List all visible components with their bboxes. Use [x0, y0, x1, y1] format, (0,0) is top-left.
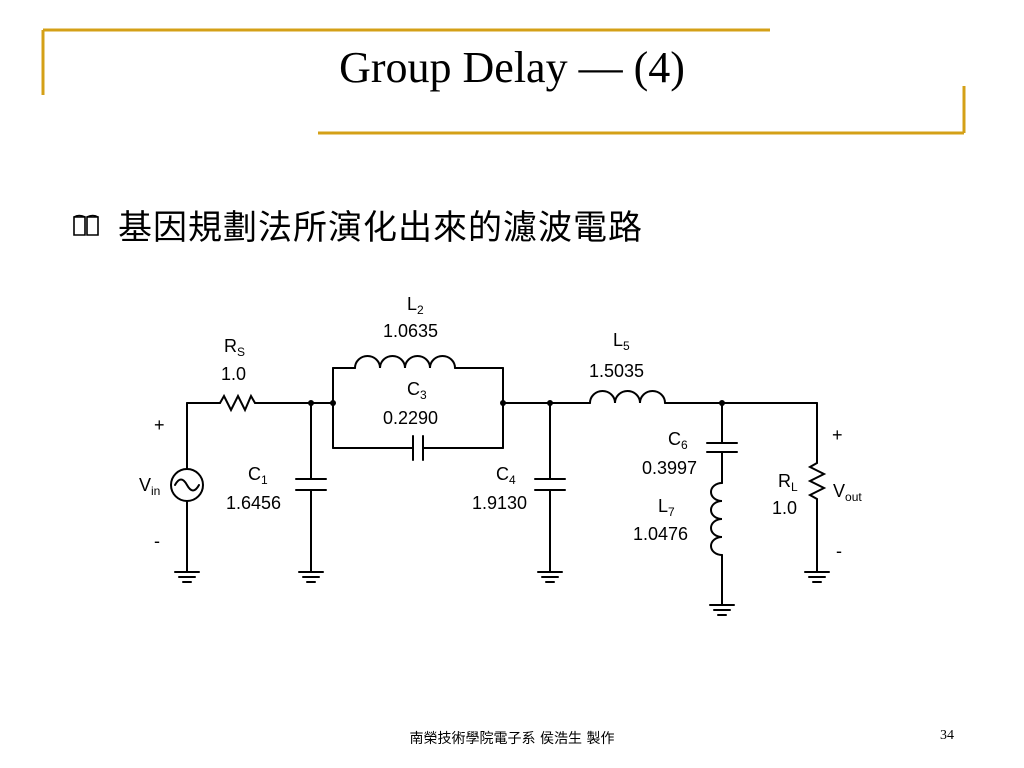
vin-plus-label: +	[154, 415, 165, 435]
vout-label: Vout	[833, 481, 862, 504]
slide-footer: 南榮技術學院電子系 侯浩生 製作	[409, 731, 615, 747]
vout-minus-label: -	[836, 541, 842, 561]
vout-plus-label: +	[832, 425, 843, 445]
junction-dot	[547, 400, 553, 406]
c1-label: C1	[248, 464, 268, 487]
l7-value: 1.0476	[633, 524, 688, 544]
ground-icon	[804, 571, 830, 583]
c4-value: 1.9130	[472, 493, 527, 513]
c1-value: 1.6456	[226, 493, 281, 513]
bullet-item: 基因規劃法所演化出來的濾波電路	[70, 200, 643, 249]
inductor-l7-symbol	[710, 482, 723, 556]
l2-label: L2	[407, 294, 424, 317]
c3-value: 0.2290	[383, 408, 438, 428]
c3-label: C3	[407, 379, 427, 402]
c6-label: C6	[668, 429, 688, 452]
ac-wave-icon	[174, 478, 200, 492]
resistor-rl-symbol	[807, 462, 827, 500]
vin-label: Vin	[139, 475, 160, 498]
book-icon	[73, 214, 99, 236]
ground-icon	[174, 571, 200, 583]
ground-icon	[298, 571, 324, 583]
junction-dot	[308, 400, 314, 406]
junction-dot	[330, 400, 336, 406]
bullet-text: 基因規劃法所演化出來的濾波電路	[118, 208, 643, 248]
l5-label: L5	[613, 330, 630, 353]
rl-value: 1.0	[772, 498, 797, 518]
l5-value: 1.5035	[589, 361, 644, 381]
l7-label: L7	[658, 496, 675, 519]
c6-value: 0.3997	[642, 458, 697, 478]
vin-minus-label: -	[154, 531, 160, 551]
page-number: 34	[940, 728, 954, 743]
c4-label: C4	[496, 464, 516, 487]
inductor-l5-symbol	[589, 390, 666, 404]
resistor-rs-symbol	[219, 393, 256, 413]
rs-label: RS	[224, 336, 245, 359]
rs-value: 1.0	[221, 364, 246, 384]
junction-dot	[500, 400, 506, 406]
rl-label: RL	[778, 471, 798, 494]
slide-title: Group Delay — (4)	[339, 43, 685, 92]
ground-icon	[537, 571, 563, 583]
inductor-l2-symbol	[354, 355, 456, 369]
junction-dot	[719, 400, 725, 406]
l2-value: 1.0635	[383, 321, 438, 341]
ground-icon	[709, 604, 735, 616]
